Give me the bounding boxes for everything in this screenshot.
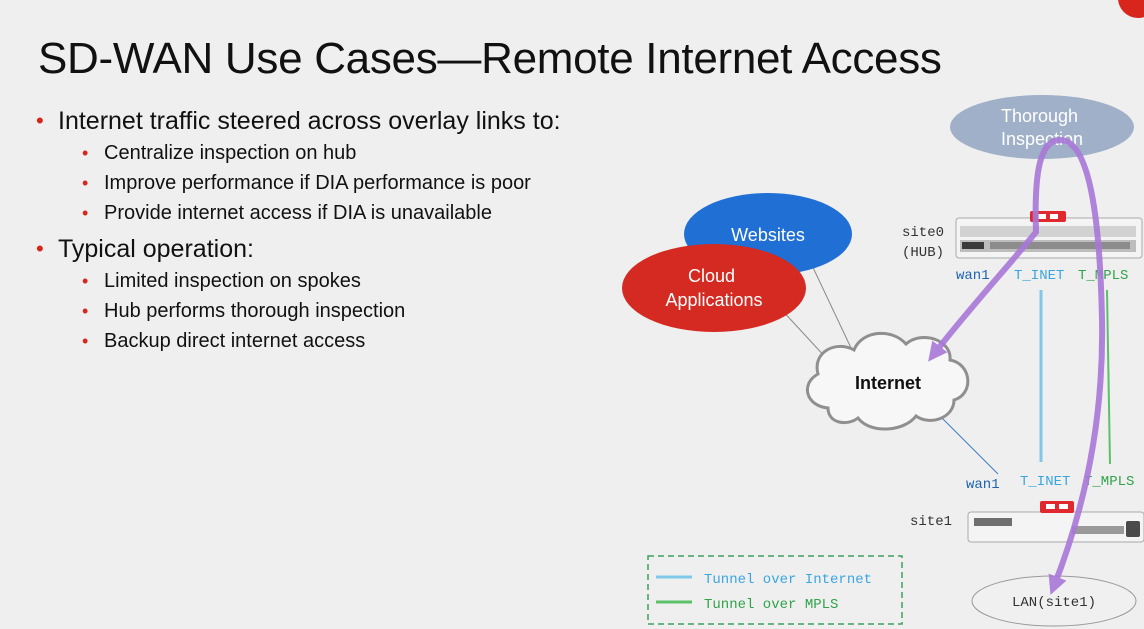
spoke-wan1-link — [933, 409, 999, 475]
bullet-main-1: Internet traffic steered across overlay … — [36, 104, 636, 138]
cloud-applications-line-1: Cloud — [688, 266, 735, 286]
spoke-t-mpls-label: T_MPLS — [1084, 474, 1134, 490]
lan-label: LAN(site1) — [1012, 595, 1096, 611]
site1-label: site1 — [910, 514, 952, 530]
spoke-t-inet-label: T_INET — [1020, 474, 1070, 490]
bullet-sub-1-1: Centralize inspection on hub — [36, 138, 636, 168]
traffic-flow-arrow — [928, 136, 1106, 595]
hub-firewall — [955, 211, 1143, 259]
cloud-internet-link — [779, 307, 829, 361]
thorough-inspection-line-1: Thorough — [1001, 106, 1078, 126]
bullet-sub-2-2: Hub performs thorough inspection — [36, 296, 636, 326]
thorough-inspection-line-2: Inspection — [1001, 129, 1083, 149]
bullet-sub-2-3: Backup direct internet access — [36, 326, 636, 356]
site0-label: site0 — [902, 225, 944, 241]
corner-accent-dot — [1118, 0, 1144, 18]
spoke-firewall — [967, 501, 1144, 543]
legend-internet-label: Tunnel over Internet — [704, 572, 872, 588]
tunnel-over-mpls — [1106, 289, 1111, 465]
hub-wan1-label: wan1 — [956, 268, 990, 284]
spoke-wan1-label: wan1 — [966, 477, 1000, 493]
slide-title: SD-WAN Use Cases—Remote Internet Access — [38, 34, 942, 83]
websites-label: Websites — [731, 225, 805, 245]
hub-label: (HUB) — [902, 245, 944, 261]
hub-t-inet-label: T_INET — [1014, 268, 1064, 284]
bullet-sub-2-1: Limited inspection on spokes — [36, 266, 636, 296]
cloud-applications-node — [622, 244, 806, 332]
legend-box — [647, 555, 903, 625]
bullet-main-2: Typical operation: — [36, 232, 636, 266]
thorough-inspection-node — [950, 95, 1134, 159]
cloud-applications-line-2: Applications — [665, 290, 762, 310]
bullet-sub-1-2: Improve performance if DIA performance i… — [36, 168, 636, 198]
internet-label: Internet — [855, 373, 921, 393]
legend-mpls-label: Tunnel over MPLS — [704, 597, 838, 613]
bullet-group-1: Internet traffic steered across overlay … — [36, 104, 636, 228]
thorough-inspection-label: Thorough Inspection — [1001, 106, 1083, 149]
bullet-group-2: Typical operation: Limited inspection on… — [36, 232, 636, 356]
bullet-list: Internet traffic steered across overlay … — [36, 104, 636, 360]
bullet-sub-1-3: Provide internet access if DIA is unavai… — [36, 198, 636, 228]
cloud-applications-label: Cloud Applications — [665, 266, 762, 310]
